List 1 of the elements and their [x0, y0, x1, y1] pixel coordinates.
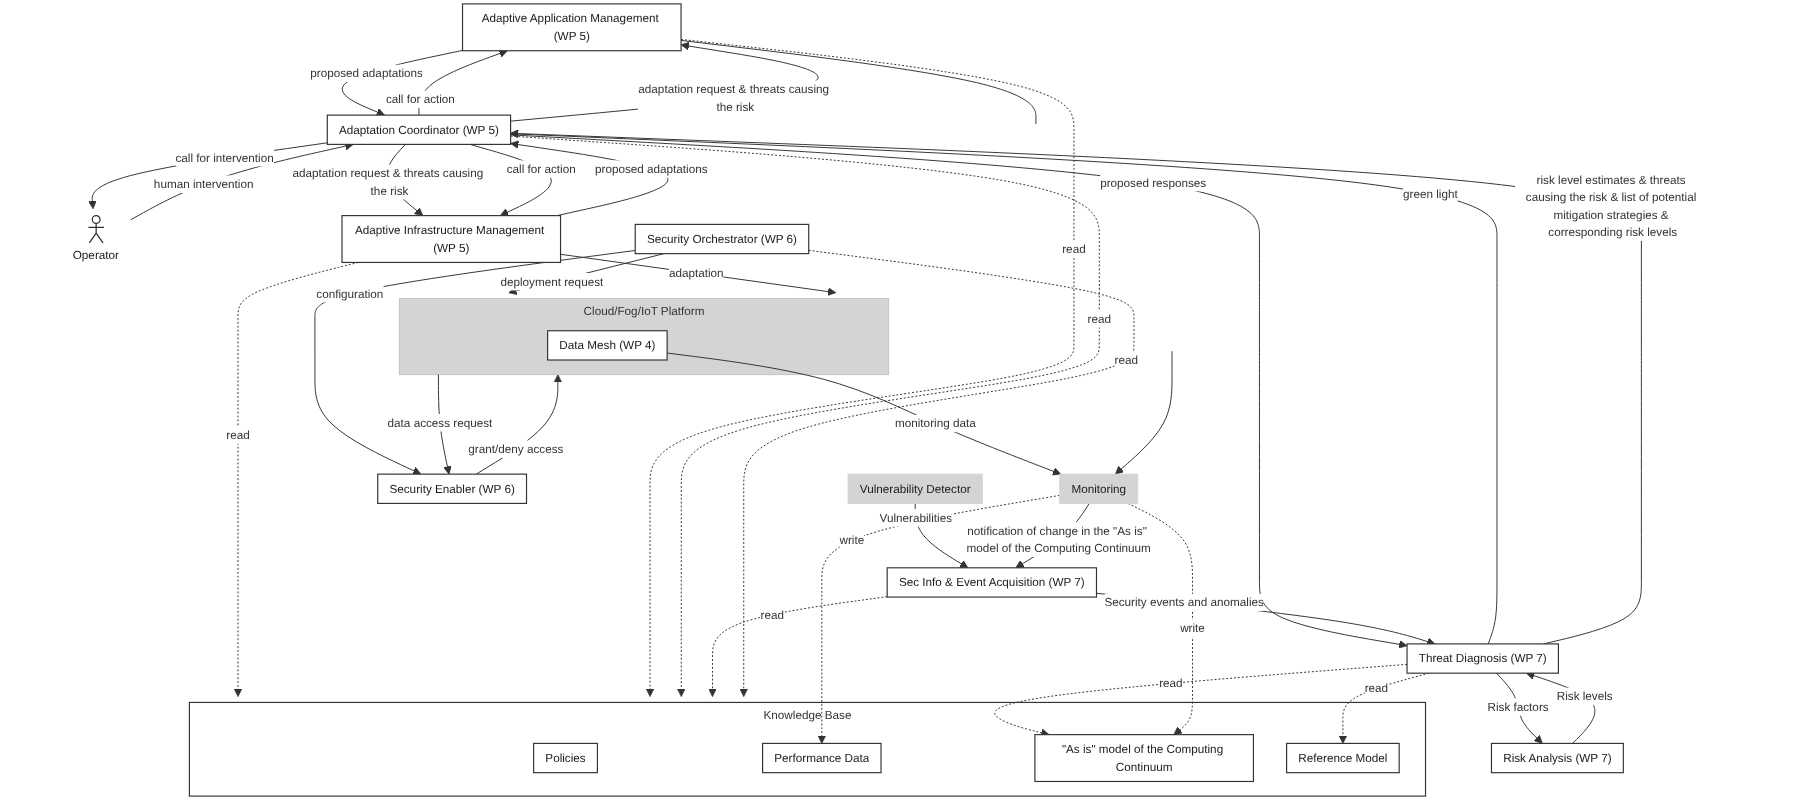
connector-line [680, 39, 1037, 125]
